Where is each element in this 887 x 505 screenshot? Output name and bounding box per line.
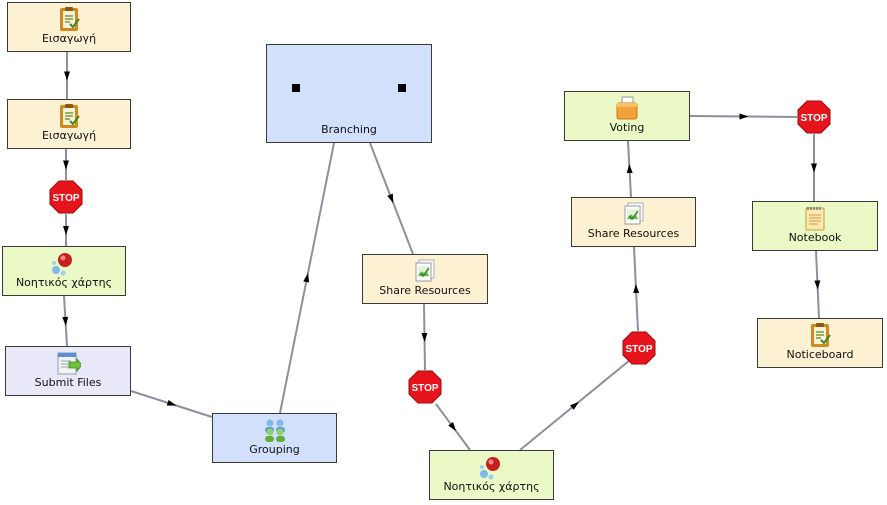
activity-label: Grouping — [249, 443, 300, 456]
arrow-head-icon — [811, 163, 817, 173]
activity-label: Voting — [609, 121, 645, 134]
activity-label: Εισαγωγή — [41, 32, 97, 45]
activity-label: Submit Files — [34, 376, 102, 389]
activity-label: Noticeboard — [786, 348, 854, 361]
stop-label: STOP — [625, 344, 652, 355]
activity-branching[interactable]: Branching — [266, 44, 432, 143]
arrow-head-icon — [62, 316, 69, 326]
mindmap-icon — [479, 457, 500, 480]
activity-mindmap-1[interactable]: Νοητικός χάρτης — [2, 246, 126, 296]
branch-start-point[interactable] — [292, 84, 300, 92]
activity-label: Νοητικός χάρτης — [15, 276, 113, 289]
activity-grouping[interactable]: Grouping — [212, 413, 337, 463]
arrow-head-icon — [448, 422, 456, 432]
ballot-box-icon — [616, 96, 638, 120]
arrow-head-icon — [570, 401, 579, 410]
activity-label: Share Resources — [379, 284, 471, 297]
activity-label: Share Resources — [587, 227, 680, 240]
image-resource-icon — [624, 202, 643, 225]
arrow-head-icon — [303, 273, 310, 283]
activity-share-resources-2[interactable]: Share Resources — [571, 197, 696, 247]
mindmap-icon — [52, 253, 72, 276]
stop-gate-icon[interactable]: STOP — [797, 100, 831, 134]
arrow-head-icon — [387, 193, 394, 204]
image-resource-icon — [415, 259, 435, 282]
activity-label: Εισαγωγή — [41, 129, 97, 142]
arrow-head-icon — [814, 280, 821, 290]
arrow-head-icon — [626, 164, 633, 174]
activity-intro-1[interactable]: Εισαγωγή — [7, 2, 131, 52]
activity-intro-2[interactable]: Εισαγωγή — [7, 99, 131, 149]
clipboard-icon — [60, 104, 80, 128]
arrow-head-icon — [739, 113, 749, 120]
activity-label: Branching — [321, 123, 377, 136]
clipboard-icon — [60, 7, 80, 31]
stop-label: STOP — [411, 383, 438, 394]
arrow-head-icon — [421, 332, 428, 342]
activity-share-resources-1[interactable]: Share Resources — [362, 254, 488, 304]
stop-gate-icon[interactable]: STOP — [622, 331, 656, 365]
activity-noticeboard[interactable]: Noticeboard — [757, 318, 883, 368]
activity-submit-files[interactable]: Submit Files — [5, 346, 131, 396]
arrow-head-icon — [63, 225, 69, 235]
arrow-head-icon — [166, 399, 177, 406]
clipboard-icon — [811, 323, 831, 347]
activity-voting[interactable]: Voting — [564, 91, 690, 141]
activity-mindmap-2[interactable]: Νοητικός χάρτης — [429, 450, 554, 500]
submit-files-icon — [57, 352, 81, 375]
stop-label: STOP — [800, 113, 827, 124]
arrow-head-icon — [64, 71, 70, 81]
arrow-head-icon — [63, 160, 69, 170]
activity-label: Notebook — [788, 231, 842, 244]
activity-label: Νοητικός χάρτης — [443, 480, 540, 493]
group-users-icon — [264, 419, 285, 442]
stop-gate-icon[interactable]: STOP — [408, 370, 442, 404]
stop-gate-icon[interactable]: STOP — [49, 180, 83, 214]
branch-end-point[interactable] — [398, 84, 406, 92]
activity-notebook[interactable]: Notebook — [752, 201, 878, 251]
arrow-head-icon — [633, 284, 640, 294]
stop-label: STOP — [52, 193, 79, 204]
notebook-icon — [805, 207, 825, 231]
